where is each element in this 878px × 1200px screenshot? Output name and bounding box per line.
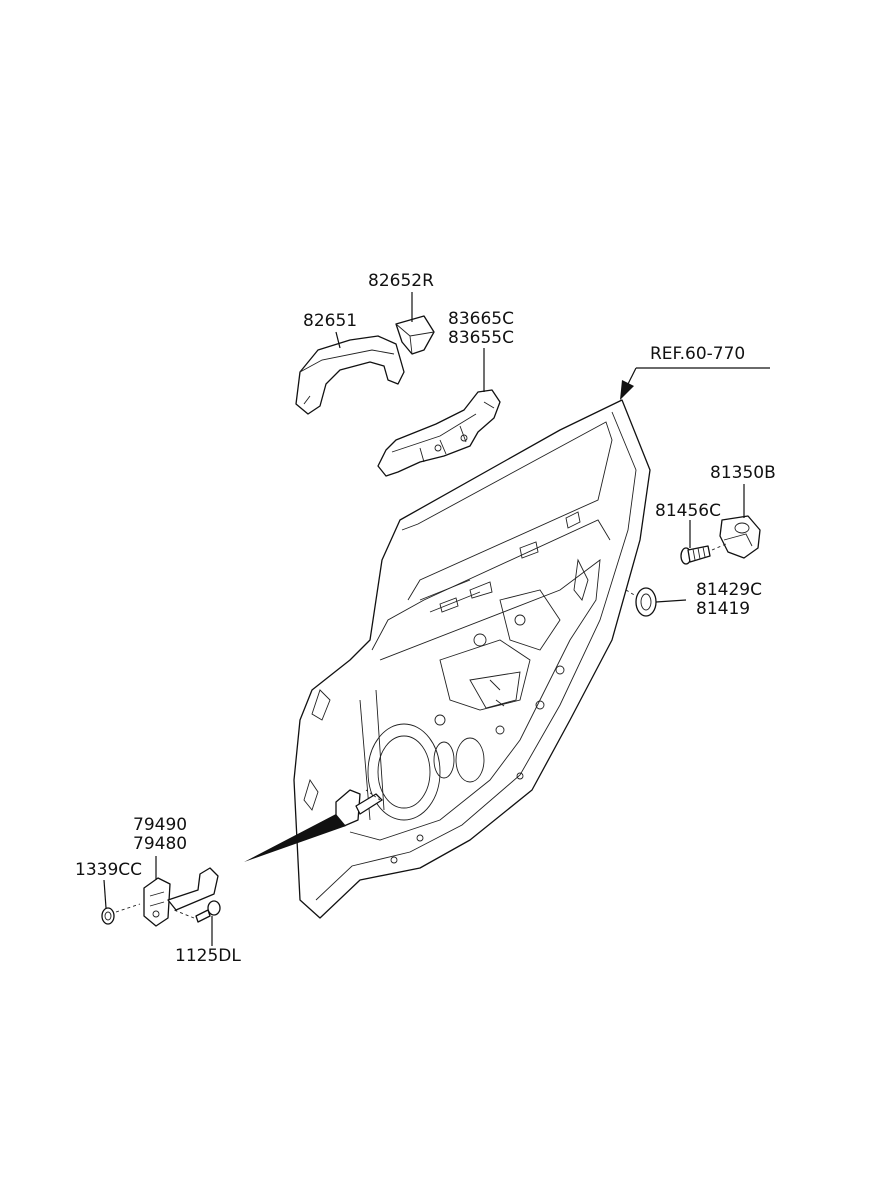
handle-cover xyxy=(395,315,435,355)
label-81429C: 81429C xyxy=(696,580,762,600)
label-82651: 82651 xyxy=(303,311,358,331)
checker-bolt xyxy=(173,900,221,923)
handle-bracket xyxy=(377,389,501,477)
label-79480: 79480 xyxy=(133,834,188,854)
label-ref-60-770: REF.60-770 xyxy=(650,344,746,364)
label-83665C: 83665C xyxy=(448,309,514,329)
label-81419: 81419 xyxy=(696,599,751,619)
leader-lines xyxy=(103,292,770,946)
door-striker xyxy=(719,515,761,559)
striker-screw xyxy=(680,543,727,565)
label-79490: 79490 xyxy=(133,815,188,835)
checker-nut xyxy=(101,903,141,925)
door-checker xyxy=(143,867,219,927)
pointer-wedge xyxy=(244,814,346,862)
label-81350B: 81350B xyxy=(710,463,776,483)
rear-door-panel xyxy=(293,399,651,919)
label-1125DL: 1125DL xyxy=(175,946,241,966)
label-1339CC: 1339CC xyxy=(75,860,143,880)
label-81456C: 81456C xyxy=(655,501,721,521)
label-82652R: 82652R xyxy=(368,271,434,291)
grommet xyxy=(625,587,657,617)
outside-handle xyxy=(295,335,405,415)
label-83655C: 83655C xyxy=(448,328,514,348)
